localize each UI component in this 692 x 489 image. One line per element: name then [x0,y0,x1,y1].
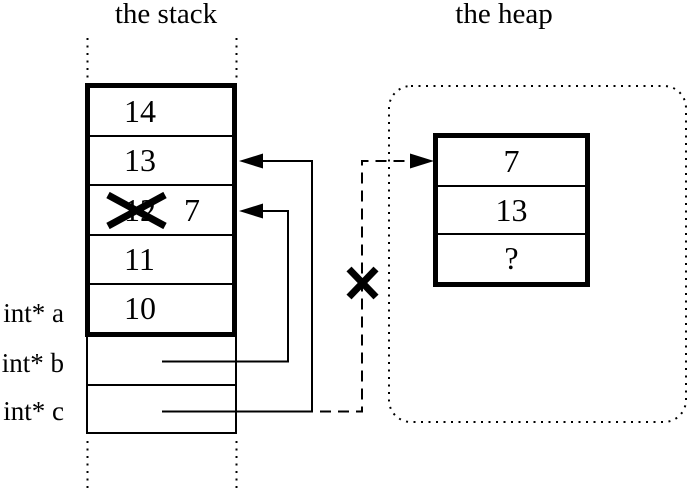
stack-cell-14: 14 [90,88,232,138]
variable-label-a: int* a [3,298,64,328]
heap-cell-13-value: 13 [495,191,528,228]
stack-title: the stack [114,0,218,30]
stack-cell-11-value: 11 [124,240,155,277]
heap-cell-7-value: 7 [503,142,520,179]
stack-cell-old-value-crossed: 12 [124,191,156,228]
stack-cell-11: 11 [90,236,232,285]
stack-cell-13: 13 [90,137,232,187]
heap-cell-13: 13 [438,187,585,236]
heap-box: 7 13 ? [433,133,590,287]
heap-cell-unknown-value: ? [504,240,519,277]
dangling-heap-pointer-dashed-arrow [320,160,411,413]
stack-cell-10-value: 10 [124,289,156,326]
pointer-c-cell [88,386,235,433]
stack-cell-13-value: 13 [124,142,156,179]
pointer-variable-cells [86,337,237,434]
stack-box: 14 13 12 7 11 10 [85,83,237,337]
stack-bottom-dotted-lines [86,441,238,489]
heap-cell-7: 7 [438,138,585,187]
variable-label-c: int* c [3,396,64,426]
stack-cell-14-value: 14 [124,93,156,130]
cross-out-x-heap-pointer [346,266,379,300]
variable-label-b: int* b [1,348,64,378]
stack-cell-10: 10 [90,285,232,332]
stack-top-dotted-lines [86,38,238,79]
stack-cell-new-value: 7 [184,191,200,228]
dangling-heap-pointer-arrowhead [410,153,434,169]
heap-title: the heap [455,0,553,30]
pointer-b-cell [88,337,235,386]
stack-cell-overwritten: 12 7 [90,186,232,236]
heap-cell-unknown: ? [438,235,585,282]
